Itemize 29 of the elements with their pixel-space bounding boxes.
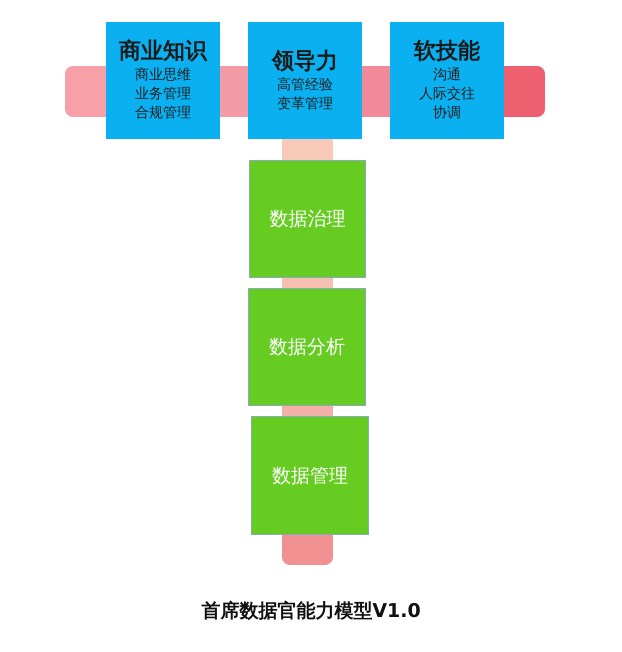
band [65,66,106,117]
box-label: 数据分析 [269,335,345,360]
skill-box [390,22,504,139]
band [504,66,545,117]
box-heading: 商业知识 [119,38,207,66]
skill-item: 业务管理 [135,85,191,104]
band [282,535,333,565]
skill-item: 合规管理 [135,104,191,123]
data-skill-box [251,416,369,535]
box-heading: 软技能 [414,38,480,66]
diagram-title: 首席数据官能力模型V1.0 [200,599,422,624]
data-skill-box [248,288,366,406]
skill-item: 变革管理 [277,94,333,114]
band [282,139,333,160]
skill-box [248,22,362,139]
skill-item: 高管经验 [277,76,333,94]
box-label: 数据治理 [270,207,346,232]
band [362,66,390,117]
data-skill-box [249,160,366,278]
skill-item: 人际交往 [419,85,475,104]
band [282,278,333,288]
box-heading: 领导力 [272,48,338,76]
skill-box [106,22,220,139]
skill-item: 商业思维 [135,66,191,85]
band [282,406,333,416]
band [220,66,248,117]
skill-item: 协调 [433,104,461,123]
skill-item: 沟通 [433,66,461,85]
box-label: 数据管理 [272,464,348,488]
